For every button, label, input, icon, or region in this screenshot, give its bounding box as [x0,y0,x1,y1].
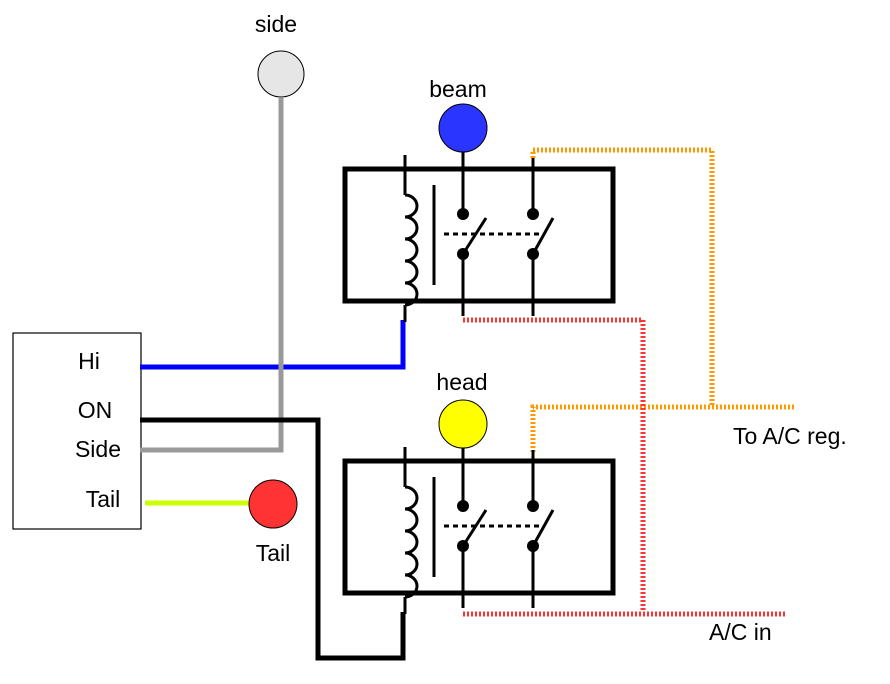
switch-side-label: Side [75,436,121,462]
side-wire [140,98,284,453]
ac-in-wire-top [463,317,646,612]
side-lamp-label: side [255,11,297,37]
head-lamp [438,399,488,449]
to-ac-reg-label: To A/C reg. [733,423,847,449]
ac-in-label: A/C in [709,619,772,645]
switch-box [12,332,142,530]
beam-lamp-label: beam [429,76,487,102]
switch-hi-label: Hi [78,348,100,374]
tail-lamp [248,479,298,529]
relay-top [342,153,616,324]
relay-bottom [342,445,616,616]
side-lamp [257,50,305,98]
hi-wire [140,320,406,370]
reg-wire-top [530,147,715,407]
on-wire [140,417,406,661]
reg-wire-bottom [530,404,795,452]
head-lamp-label: head [436,369,487,395]
switch-tail-label: Tail [86,486,121,512]
beam-lamp [438,103,488,153]
switch-on-label: ON [78,397,113,423]
tail-lamp-label: Tail [256,540,291,566]
